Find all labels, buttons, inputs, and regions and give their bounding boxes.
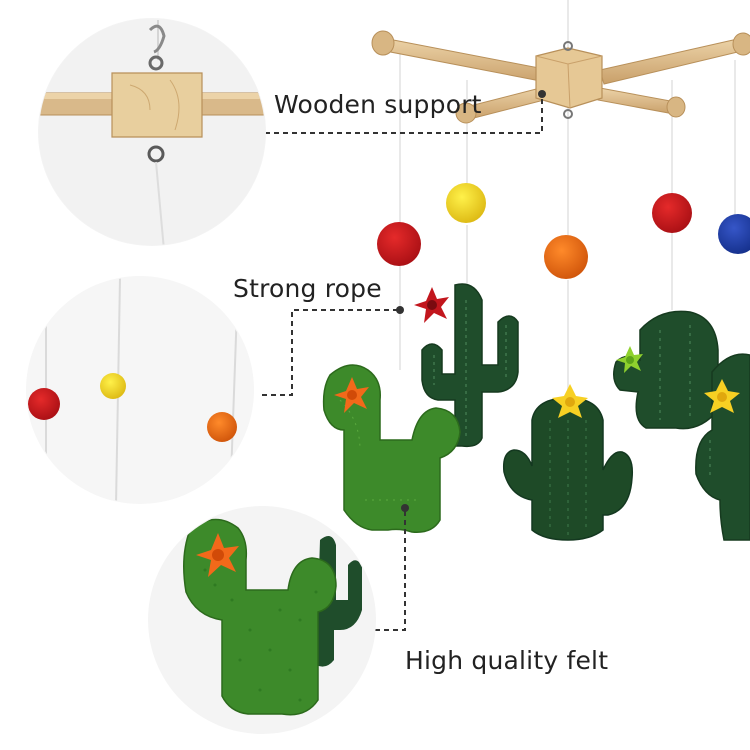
pompom-red (377, 222, 421, 266)
zoom-circle-felt (148, 506, 376, 734)
pompom-yellow (100, 373, 126, 399)
callout-label-wooden-support: Wooden support (274, 90, 482, 119)
pompom-red (652, 193, 692, 233)
cactus-center-dark (502, 384, 634, 541)
flower-yellow (704, 379, 740, 413)
callout-label-high-quality-felt: High quality felt (405, 646, 609, 675)
pompoms (377, 183, 750, 279)
cactus-far-right-dark (695, 353, 750, 541)
flower-yellow (552, 384, 588, 418)
pompom-orange (207, 412, 237, 442)
callout-line-felt (375, 510, 406, 631)
flower-orange (196, 533, 239, 577)
callout-line-strong-rope (262, 309, 400, 396)
zoom-circle-wooden-support (38, 18, 266, 246)
flower-lime (616, 346, 643, 373)
cactus-tall-dark (414, 283, 519, 448)
mobile-strings (399, 0, 736, 395)
flower-red (414, 287, 449, 323)
pompom-orange (544, 235, 588, 279)
flower-orange (334, 377, 369, 413)
callout-line-wooden-support (265, 96, 543, 134)
callout-label-strong-rope: Strong rope (233, 274, 382, 303)
pompom-yellow (446, 183, 486, 223)
pompom-red (28, 388, 60, 420)
pompom-blue (718, 214, 750, 254)
zoom-circle-strong-rope (26, 276, 254, 504)
cactus-right-dark (613, 310, 719, 430)
wooden-mobile-arm (371, 30, 750, 124)
cactus-light-green (322, 364, 461, 533)
callout-lines (262, 90, 546, 631)
